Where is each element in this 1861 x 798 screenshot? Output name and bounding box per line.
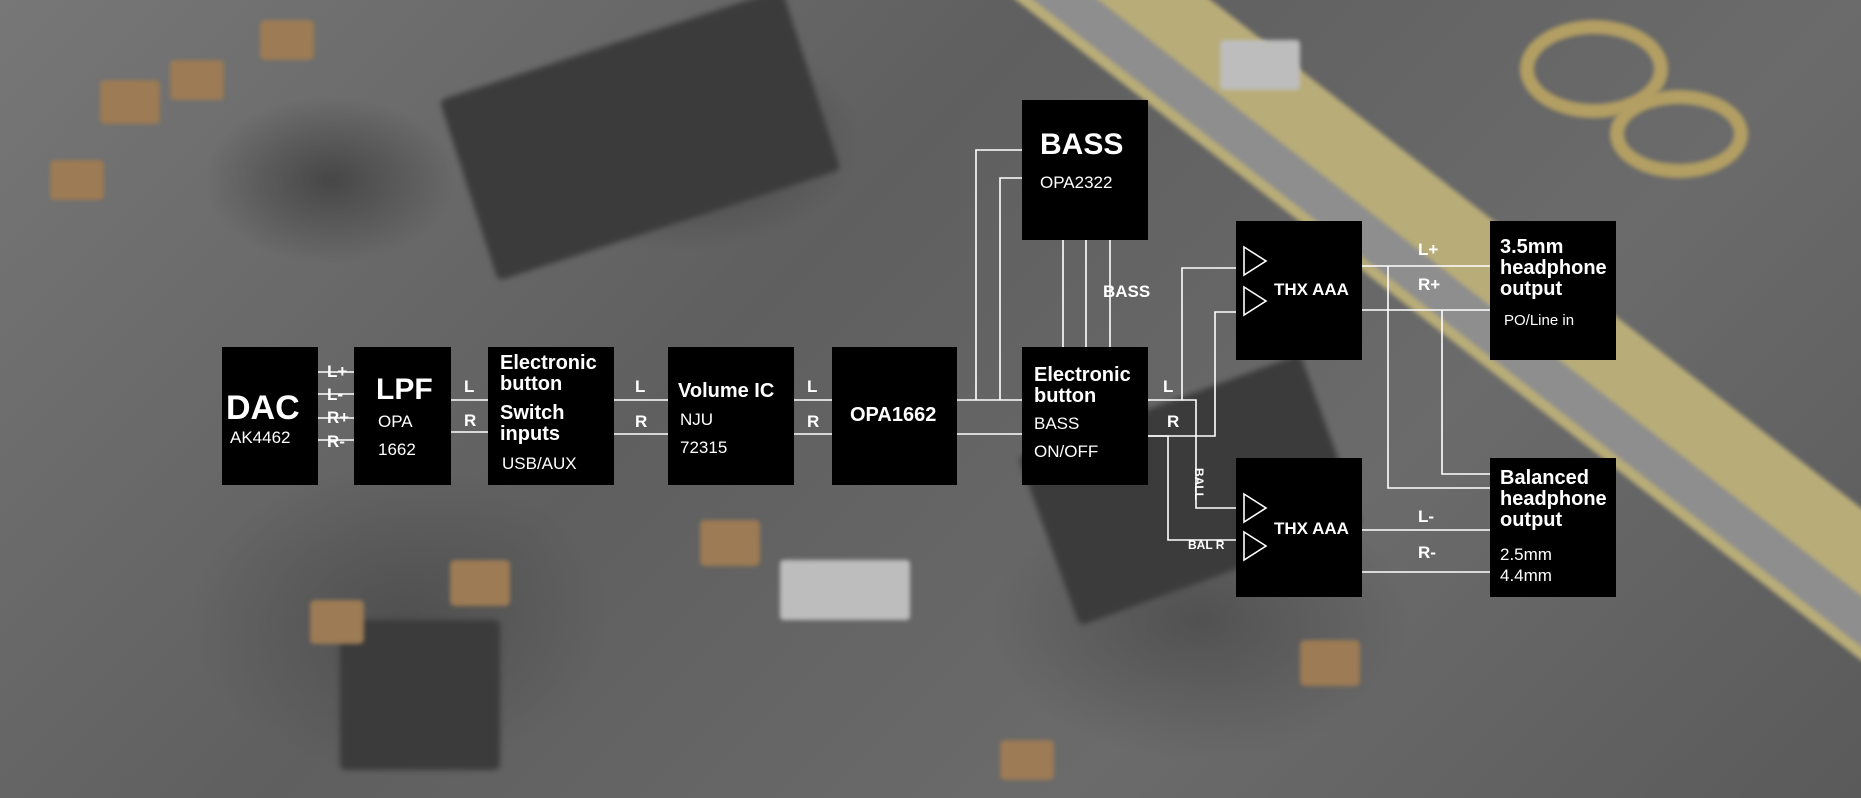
dac-pin-l-minus: L- <box>327 385 344 404</box>
lpf-out-r-label: R <box>464 411 477 430</box>
bass-button-out-r-label: R <box>1167 412 1180 431</box>
dac-subtitle: AK4462 <box>230 428 291 447</box>
pcb-capacitor <box>100 80 160 124</box>
pcb-capacitor <box>170 60 224 100</box>
switch-inputs-block: Electronic button Switch inputs USB/AUX <box>488 347 614 485</box>
thx-aaa-top-block: THX AAA <box>1236 221 1362 360</box>
bass-button-block: Electronic button BASS ON/OFF <box>1022 347 1148 485</box>
opa1662-title: OPA1662 <box>850 404 937 426</box>
out35-subtitle: PO/Line in <box>1504 312 1575 329</box>
volume-out-r-label: R <box>807 412 820 431</box>
switch-subtitle: USB/AUX <box>502 454 577 473</box>
amplifier-triangle-icon <box>1243 492 1268 562</box>
switch-title-3: Switch <box>500 402 565 424</box>
dac-block: DAC AK4462 <box>222 347 318 485</box>
dac-pin-l-plus: L+ <box>327 362 348 381</box>
pcb-capacitor <box>260 20 314 60</box>
thx-top-title: THX AAA <box>1274 280 1349 299</box>
outbal-title-1: Balanced <box>1500 467 1589 489</box>
bass-subtitle: OPA2322 <box>1040 173 1113 192</box>
lpf-out-l-label: L <box>464 377 475 396</box>
out-l-plus-label: L+ <box>1418 240 1439 259</box>
volume-out-l-label: L <box>807 377 818 396</box>
ball-label: BALL <box>1192 468 1206 500</box>
switch-out-l-label: L <box>635 377 646 396</box>
pcb-capacitor <box>50 160 104 200</box>
switch-title-1: Electronic <box>500 352 597 374</box>
balr-label: BAL R <box>1188 538 1225 552</box>
dac-title: DAC <box>226 389 300 427</box>
out35-title-2: headphone <box>1500 257 1607 279</box>
lpf-title: LPF <box>376 373 433 406</box>
out-r-plus-label: R+ <box>1418 275 1441 294</box>
switch-title-4: inputs <box>500 423 560 445</box>
switch-out-r-label: R <box>635 412 648 431</box>
pcb-capacitor <box>1300 640 1360 686</box>
headphone-35mm-output-block: 3.5mm headphone output PO/Line in <box>1490 221 1616 360</box>
outbal-line1: 2.5mm <box>1500 545 1552 564</box>
volume-line1: NJU <box>680 410 714 429</box>
outbal-title-2: headphone <box>1500 488 1607 510</box>
pcb-capacitor <box>1000 740 1054 780</box>
bass-button-title-1: Electronic <box>1034 364 1131 386</box>
bass-block: BASS OPA2322 <box>1022 100 1148 240</box>
volume-ic-block: Volume IC NJU 72315 <box>668 347 794 485</box>
thx-bottom-title: THX AAA <box>1274 519 1349 538</box>
pcb-chip <box>340 620 500 770</box>
bass-link-label: BASS <box>1103 282 1151 301</box>
out-r-minus-label: R- <box>1418 543 1436 562</box>
pcb-pad <box>780 560 910 620</box>
out-l-minus-label: L- <box>1418 507 1435 526</box>
dac-pin-r-plus: R+ <box>327 408 350 427</box>
dac-pin-r-minus: R- <box>327 432 345 451</box>
bass-button-line2: ON/OFF <box>1034 442 1099 461</box>
volume-title: Volume IC <box>678 380 775 402</box>
lpf-line2: 1662 <box>378 440 416 459</box>
bass-button-line1: BASS <box>1034 414 1080 433</box>
pcb-capacitor <box>310 600 364 644</box>
bass-title: BASS <box>1040 128 1124 161</box>
pcb-capacitor <box>700 520 760 566</box>
switch-title-2: button <box>500 373 563 395</box>
pcb-capacitor <box>450 560 510 606</box>
opa1662-block: OPA1662 <box>832 347 957 485</box>
thx-aaa-bottom-block: THX AAA <box>1236 458 1362 597</box>
amplifier-triangle-icon <box>1243 245 1268 317</box>
outbal-line2: 4.4mm <box>1500 566 1552 585</box>
volume-line2: 72315 <box>680 438 728 457</box>
pcb-pad <box>1220 40 1300 90</box>
balanced-headphone-output-block: Balanced headphone output 2.5mm 4.4mm <box>1490 458 1616 597</box>
bass-button-title-2: button <box>1034 385 1097 407</box>
lpf-line1: OPA <box>378 412 413 431</box>
out35-title-1: 3.5mm <box>1500 236 1564 258</box>
bass-button-out-l-label: L <box>1163 377 1174 396</box>
outbal-title-3: output <box>1500 509 1563 531</box>
lpf-block: LPF OPA 1662 <box>354 347 451 485</box>
out35-title-3: output <box>1500 278 1563 300</box>
